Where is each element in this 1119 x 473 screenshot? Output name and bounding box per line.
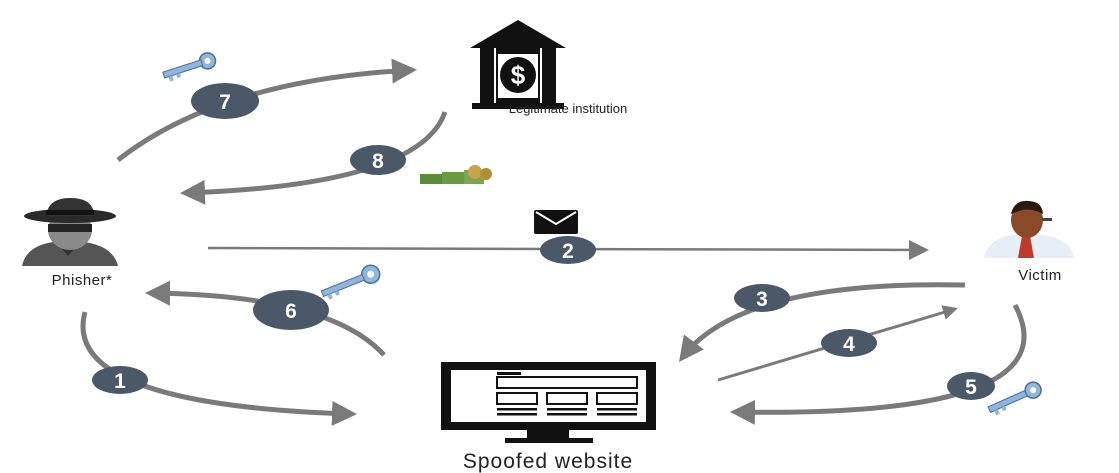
step-badge-5: 5	[947, 372, 995, 400]
monitor-icon	[441, 362, 656, 443]
svg-text:3: 3	[756, 288, 768, 311]
phisher-avatar-icon	[22, 198, 118, 266]
step-badge-7: 7	[191, 83, 259, 119]
step-badge-8: 8	[350, 145, 406, 175]
step-badge-2: 2	[540, 236, 596, 264]
envelope-icon	[534, 210, 578, 234]
svg-text:5: 5	[965, 376, 977, 399]
step-badge-4: 4	[821, 329, 877, 357]
svg-text:8: 8	[372, 150, 384, 173]
institution-label: Legitimate institution	[509, 101, 628, 116]
arrow-step-8	[180, 111, 448, 205]
svg-text:4: 4	[843, 333, 855, 356]
svg-text:$: $	[511, 60, 526, 90]
victim-label: Victim	[1018, 267, 1062, 284]
phisher-label: Phisher*	[52, 272, 113, 289]
victim-avatar-icon	[984, 200, 1074, 258]
step-badge-3: 3	[734, 284, 790, 312]
svg-text:7: 7	[219, 91, 231, 114]
step-badge-6: 6	[253, 290, 329, 330]
key-icon	[987, 381, 1042, 416]
svg-text:2: 2	[562, 240, 574, 263]
key-icon	[320, 264, 381, 300]
step-badge-1: 1	[92, 366, 148, 394]
bank-icon: $	[470, 20, 566, 109]
website-label: Spoofed website	[463, 450, 633, 473]
svg-text:6: 6	[285, 300, 297, 323]
arrow-step-1	[80, 311, 357, 426]
svg-text:1: 1	[114, 370, 126, 393]
key-icon	[162, 52, 217, 82]
money-icon	[420, 165, 492, 184]
